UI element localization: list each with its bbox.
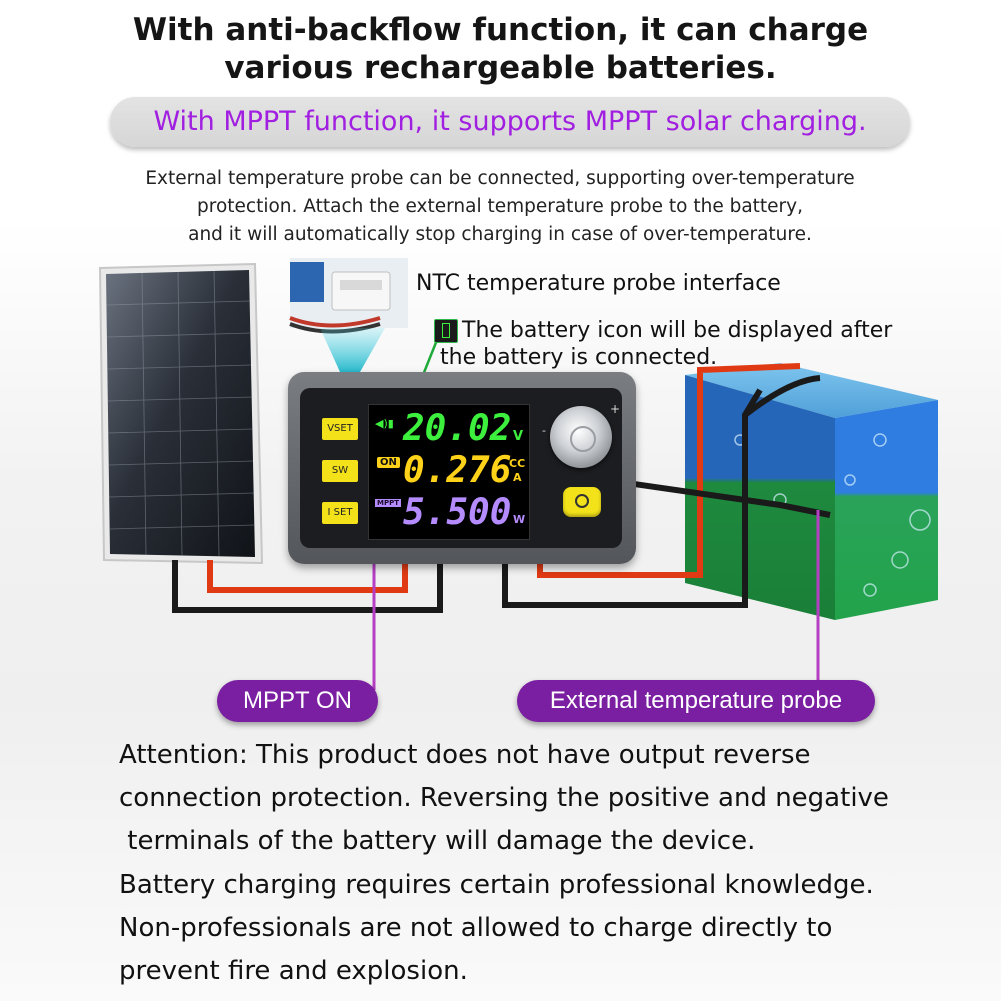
battery-icon-callout-line-1: The battery icon will be displayed after [462,318,893,343]
power-readout: 5.500 [403,492,512,533]
battery-pack-icon [685,363,938,620]
current-unit: A [513,471,522,484]
attention-line-3: terminals of the battery will damage the… [119,826,756,856]
power-unit: W [513,513,526,526]
attention-line-4: Battery charging requires certain profes… [119,870,874,900]
temp-probe-badge: External temperature probe [517,680,875,722]
lcd-screen: ◀)▮ 20.02 V ON 0.276 CC A MPPT 5.500 W [368,404,530,540]
knob-plus-label: + [610,402,621,416]
description-line-2: protection. Attach the external temperat… [197,196,803,217]
speaker-battery-icon: ◀)▮ [375,417,394,430]
vset-button[interactable]: VSET [322,418,358,440]
battery-indicator-icon [434,319,458,343]
voltage-unit: V [513,429,524,444]
attention-line-1: Attention: This product does not have ou… [119,740,811,770]
knob-minus-label: - [542,424,546,437]
product-illustration [98,258,938,690]
ntc-connector-photo [289,258,408,372]
on-indicator: ON [377,457,400,468]
mppt-banner: With MPPT function, it supports MPPT sol… [110,97,910,147]
attention-line-2: connection protection. Reversing the pos… [119,783,889,813]
description-line-1: External temperature probe can be connec… [145,168,855,189]
attention-line-6: prevent fire and explosion. [119,956,468,986]
solar-panel-icon [98,262,264,565]
sw-button[interactable]: SW [322,460,358,482]
attention-line-5: Non-professionals are not allowed to cha… [119,913,833,943]
iset-button[interactable]: I SET [322,502,358,524]
ntc-callout: NTC temperature probe interface [416,271,781,296]
headline-line-2: various rechargeable batteries. [224,50,777,86]
power-button[interactable] [563,487,601,517]
description-line-3: and it will automatically stop charging … [188,224,812,245]
voltage-readout: 20.02 [403,408,512,449]
controller-device: VSET SW I SET ◀)▮ 20.02 V ON 0.276 CC A … [288,372,636,564]
power-icon [575,494,589,508]
cc-mode-indicator: CC [509,457,526,470]
battery-icon-callout-line-2: the battery is connected. [440,345,718,370]
mppt-indicator: MPPT [375,499,402,507]
headline-line-1: With anti-backflow function, it can char… [132,12,869,48]
current-readout: 0.276 [403,450,512,491]
mppt-on-badge: MPPT ON [217,680,378,722]
adjustment-knob[interactable] [550,406,612,468]
